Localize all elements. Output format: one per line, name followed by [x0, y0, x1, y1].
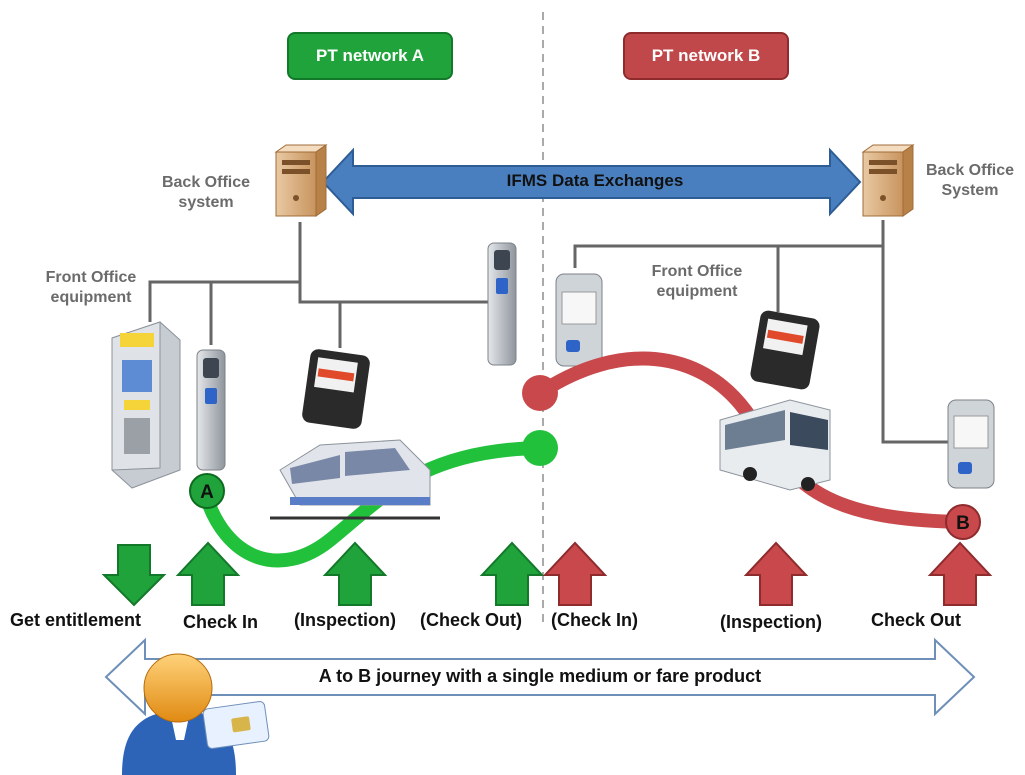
check-out-a-arrow — [479, 541, 545, 606]
server-right-icon — [861, 144, 915, 217]
inspection-b-arrow — [743, 541, 809, 606]
journey-label: A to B journey with a single medium or f… — [318, 666, 762, 686]
get-entitlement-arrow — [101, 544, 167, 607]
step-inspection-a: (Inspection) — [294, 610, 396, 630]
step-check-out-b: Check Out — [871, 610, 962, 630]
network-b-label: PT network B — [623, 32, 789, 80]
route-red — [533, 351, 972, 529]
server-left-icon — [274, 144, 328, 217]
card-reader-right-icon — [947, 399, 995, 489]
data-exchange-arrow — [321, 147, 862, 217]
journey-arrow — [104, 637, 976, 717]
back-office-left-label: Back Office system — [161, 174, 251, 211]
check-out-b-arrow — [927, 541, 993, 606]
route-end-marker — [945, 504, 981, 540]
check-in-b-arrow — [542, 541, 608, 606]
front-office-left-label: Front Office equipment — [45, 269, 137, 306]
route-red-node — [522, 375, 558, 411]
validator-pole-middle-icon — [487, 242, 517, 366]
check-in-a-arrow — [175, 541, 241, 606]
handheld-terminal-left-icon — [302, 349, 370, 429]
ticket-machine-icon — [111, 321, 181, 489]
validator-pole-left-icon — [196, 349, 226, 471]
handheld-terminal-right-icon — [750, 310, 820, 390]
step-inspection-b: (Inspection) — [720, 612, 822, 632]
step-check-out-a: (Check Out) — [420, 610, 523, 630]
network-a-label: PT network A — [287, 32, 453, 80]
step-check-in-a: Check In — [183, 612, 259, 632]
back-office-right-label: Back Office System — [925, 162, 1015, 199]
tram-icon — [270, 439, 440, 520]
route-start-marker — [189, 473, 225, 509]
route-start-label: A — [200, 482, 214, 503]
bus-icon — [719, 399, 831, 491]
card-reader-left-icon — [555, 273, 603, 367]
connection-lines — [148, 220, 948, 444]
route-green — [198, 441, 547, 568]
front-office-right-label: Front Office equipment — [651, 263, 743, 300]
route-end-label: B — [956, 513, 970, 534]
data-exchange-label: IFMS Data Exchanges — [506, 171, 684, 190]
route-green-node — [522, 430, 558, 466]
inspection-a-arrow — [322, 541, 388, 606]
step-get-entitlement: Get entitlement — [10, 610, 142, 630]
smart-card-icon — [202, 701, 270, 749]
step-arrows — [101, 541, 993, 607]
step-check-in-b: (Check In) — [551, 610, 639, 630]
